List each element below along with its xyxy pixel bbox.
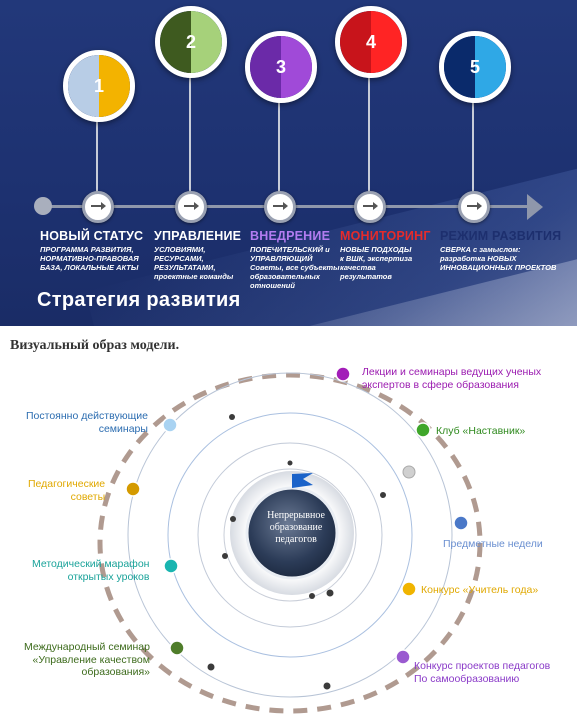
orbit-ring-4 — [127, 372, 453, 698]
badge-4-number: 4 — [365, 31, 376, 52]
badge-4-right — [371, 11, 402, 73]
timeline-start-dot — [34, 197, 52, 215]
planet-dot — [230, 516, 236, 522]
orbit-ring-1 — [223, 468, 357, 602]
orbit-diagram — [97, 366, 483, 714]
planet-dot — [229, 414, 235, 420]
label-self-education-contest: Конкурс проектов педагогов По самообразо… — [414, 660, 551, 685]
planet-self-education-contest — [395, 649, 411, 665]
pin-line-4 — [368, 70, 370, 195]
arrow-right-icon — [363, 202, 378, 210]
badge-1-number: 1 — [93, 75, 104, 96]
planet-dot — [380, 492, 386, 498]
timeline-node-3 — [264, 191, 296, 223]
timeline-node-4 — [354, 191, 386, 223]
badge-3-right — [281, 36, 312, 98]
planet-permanent-seminars — [162, 417, 178, 433]
pin-line-2 — [189, 70, 191, 195]
pin-line-1 — [96, 115, 98, 195]
step-desc-3: ПОПЕЧИТЕЛЬСКИЙ и УПРАВЛЯЮЩИЙ Советы, все… — [250, 245, 340, 290]
step-badge-4: 4 — [335, 6, 407, 78]
label-mentor-club: Клуб «Наставник» — [436, 425, 526, 437]
planet-gray — [402, 465, 416, 479]
planet-pedagogical-councils — [125, 481, 141, 497]
step-badge-5: 5 — [439, 31, 511, 103]
label-permanent-seminars: Постоянно действующие семинары — [26, 410, 148, 435]
step-title-4: МОНИТОРИНГ — [340, 229, 431, 243]
step-badge-3: 3 — [245, 31, 317, 103]
step-desc-4: НОВЫЕ ПОДХОДЫ к ВШК, экспертиза качества… — [340, 245, 413, 281]
planet-international-seminar — [169, 640, 185, 656]
planet-dot — [222, 553, 228, 559]
planet-teacher-of-year — [401, 581, 417, 597]
badge-1-left — [68, 55, 99, 117]
timeline-node-2 — [175, 191, 207, 223]
outer-dashed-orbit — [97, 372, 483, 714]
planet-dot — [323, 682, 331, 690]
label-subject-weeks: Предметные недели — [443, 538, 543, 550]
pin-line-3 — [278, 95, 280, 195]
planet-dot — [287, 460, 293, 466]
strategy-title: Стратегия развития — [37, 289, 241, 311]
small-planets — [207, 414, 386, 690]
planet-dot — [207, 663, 215, 671]
planet-mentor-club — [415, 422, 431, 438]
badge-3-number: 3 — [275, 56, 286, 77]
planet-method-marathon — [163, 558, 179, 574]
step-title-5: РЕЖИМ РАЗВИТИЯ — [440, 229, 562, 243]
label-pedagogical-councils: Педагогические советы — [28, 478, 106, 503]
flag-icon — [292, 473, 313, 488]
arrow-right-icon — [184, 202, 199, 210]
center-label: Непрерывное образование педагогов — [267, 510, 325, 545]
strategy-banner: 1 2 3 4 5 НОВЫЙ СТАТУС ПРОГРАММА РАЗВИТИ… — [0, 0, 577, 326]
step-badge-2: 2 — [155, 6, 227, 78]
planet-subject-weeks — [453, 515, 469, 531]
badge-2-number: 2 — [185, 31, 196, 52]
arrow-right-icon — [273, 202, 288, 210]
timeline-arrow-icon — [527, 194, 543, 220]
step-badge-1: 1 — [63, 50, 135, 122]
planet-dot — [326, 589, 334, 597]
arrow-right-icon — [91, 202, 106, 210]
model-heading: Визуальный образ модели. — [10, 338, 180, 353]
step-desc-1: ПРОГРАММА РАЗВИТИЯ, НОРМАТИВНО-ПРАВОВАЯ … — [40, 245, 139, 272]
orbit-ring-2 — [197, 442, 383, 628]
pin-line-5 — [472, 95, 474, 195]
step-desc-5: СВЕРКА с замыслом: разработка НОВЫХ ИННО… — [440, 245, 557, 272]
step-title-3: ВНЕДРЕНИЕ — [250, 229, 331, 243]
badge-2-right — [191, 11, 222, 73]
label-international-seminar: Международный семинар «Управление качест… — [24, 641, 150, 678]
badge-5-right — [475, 36, 506, 98]
badge-5-number: 5 — [469, 56, 480, 77]
badge-5-left — [444, 36, 475, 98]
label-lectures: Лекции и семинары ведущих ученых эксперт… — [362, 366, 542, 391]
planet-dot — [309, 593, 315, 599]
badge-2-left — [160, 11, 191, 73]
badge-3-left — [250, 36, 281, 98]
label-teacher-of-year: Конкурс «Учитель года» — [421, 584, 539, 596]
badge-1-right — [99, 55, 130, 117]
orbit-ring-3 — [167, 412, 413, 658]
step-title-1: НОВЫЙ СТАТУС — [40, 229, 144, 243]
badge-4-left — [340, 11, 371, 73]
arrow-right-icon — [467, 202, 482, 210]
timeline-node-5 — [458, 191, 490, 223]
step-desc-2: УСЛОВИЯМИ, РЕСУРСАМИ, РЕЗУЛЬТАТАМИ, прое… — [154, 245, 234, 281]
timeline-node-1 — [82, 191, 114, 223]
label-method-marathon: Методический марафон открытых уроков — [32, 558, 150, 583]
step-title-2: УПРАВЛЕНИЕ — [154, 229, 242, 243]
planet-lectures — [335, 366, 351, 382]
